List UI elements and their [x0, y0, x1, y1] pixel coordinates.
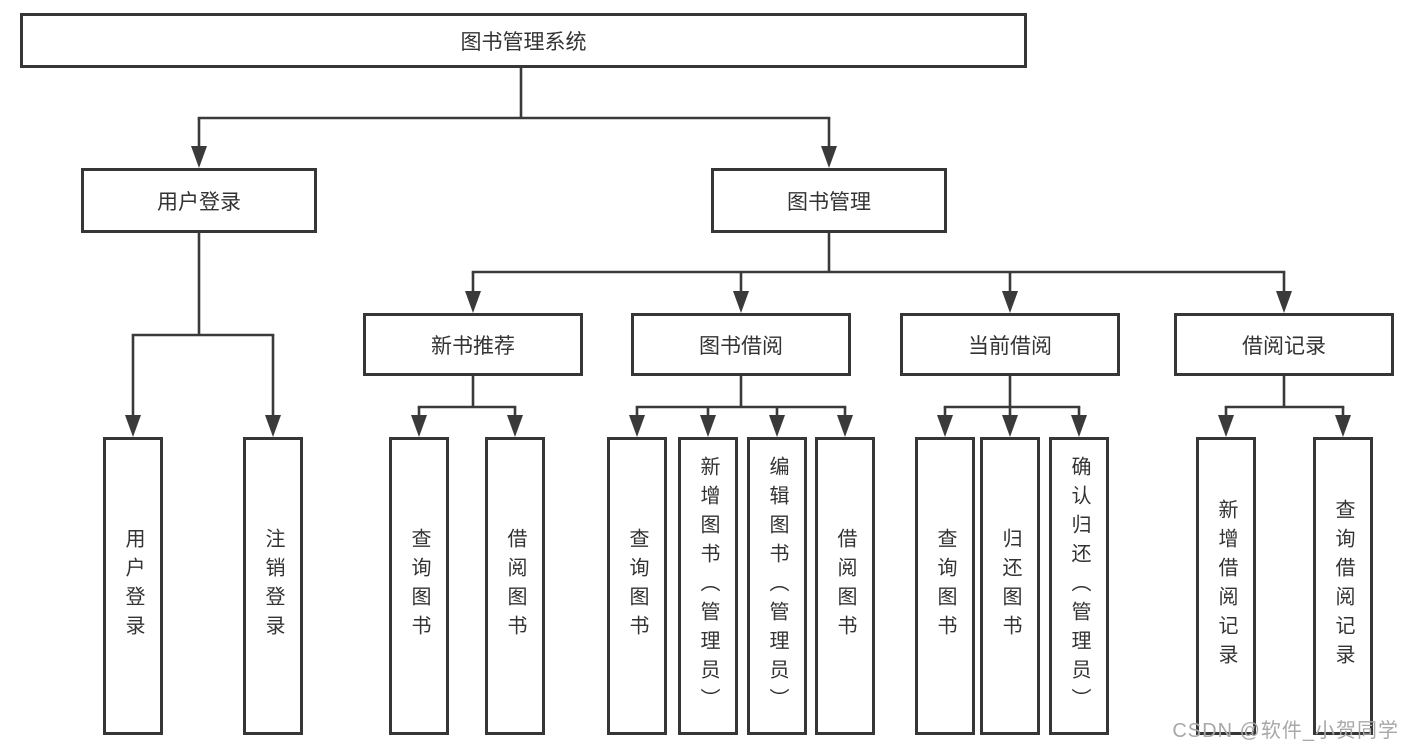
connector-book-management-branch [465, 233, 1292, 313]
node-new-book-recommend: 新书推荐 [363, 313, 583, 376]
leaf-return-books-label: 归还图书 [999, 528, 1021, 644]
leaf-confirm-return-admin: 确认归还（管理员） [1049, 437, 1109, 735]
leaf-return-books: 归还图书 [980, 437, 1040, 735]
leaf-add-books-admin-label: 新增图书（管理员） [697, 455, 719, 717]
node-new-book-recommend-label: 新书推荐 [431, 334, 515, 358]
node-user-login-label: 用户登录 [157, 190, 241, 214]
node-library-system: 图书管理系统 [20, 13, 1027, 68]
leaf-current-query-books: 查询图书 [915, 437, 975, 735]
leaf-borrow-query-books: 查询图书 [607, 437, 667, 735]
node-current-borrow-label: 当前借阅 [968, 334, 1052, 358]
node-current-borrow: 当前借阅 [900, 313, 1120, 376]
leaf-add-books-admin: 新增图书（管理员） [678, 437, 738, 735]
csdn-watermark: CSDN @软件_小贺同学 [1172, 720, 1399, 742]
leaf-user-login-label: 用户登录 [122, 528, 144, 644]
leaf-logout-login-label: 注销登录 [262, 528, 284, 644]
node-library-system-label: 图书管理系统 [460, 30, 587, 54]
connector-new-book-branch [411, 376, 523, 437]
leaf-add-borrow-record: 新增借阅记录 [1196, 437, 1256, 735]
node-book-management: 图书管理 [711, 168, 947, 233]
node-book-borrow: 图书借阅 [631, 313, 851, 376]
leaf-confirm-return-admin-label: 确认归还（管理员） [1068, 455, 1090, 717]
leaf-logout-login: 注销登录 [243, 437, 303, 735]
connector-borrow-record-branch [1218, 376, 1351, 437]
leaf-recommend-query-books-label: 查询图书 [408, 528, 430, 644]
node-book-borrow-label: 图书借阅 [699, 334, 783, 358]
leaf-query-borrow-record: 查询借阅记录 [1313, 437, 1373, 735]
leaf-user-login: 用户登录 [103, 437, 163, 735]
leaf-borrow-books-label: 借阅图书 [834, 528, 856, 644]
node-book-management-label: 图书管理 [787, 190, 871, 214]
leaf-edit-books-admin-label: 编辑图书（管理员） [766, 455, 788, 717]
node-borrow-records: 借阅记录 [1174, 313, 1394, 376]
leaf-recommend-query-books: 查询图书 [389, 437, 449, 735]
node-user-login: 用户登录 [81, 168, 317, 233]
leaf-borrow-query-books-label: 查询图书 [626, 528, 648, 644]
leaf-query-borrow-record-label: 查询借阅记录 [1332, 499, 1354, 673]
leaf-edit-books-admin: 编辑图书（管理员） [747, 437, 807, 735]
connector-book-borrow-branch [629, 376, 853, 437]
leaf-borrow-books: 借阅图书 [815, 437, 875, 735]
leaf-current-query-books-label: 查询图书 [934, 528, 956, 644]
connector-root-to-level2 [191, 68, 837, 168]
leaf-add-borrow-record-label: 新增借阅记录 [1215, 499, 1237, 673]
connector-current-borrow-branch [937, 376, 1087, 437]
leaf-recommend-borrow-books: 借阅图书 [485, 437, 545, 735]
connector-user-login-branch [125, 233, 281, 437]
node-borrow-records-label: 借阅记录 [1242, 334, 1326, 358]
leaf-recommend-borrow-books-label: 借阅图书 [504, 528, 526, 644]
